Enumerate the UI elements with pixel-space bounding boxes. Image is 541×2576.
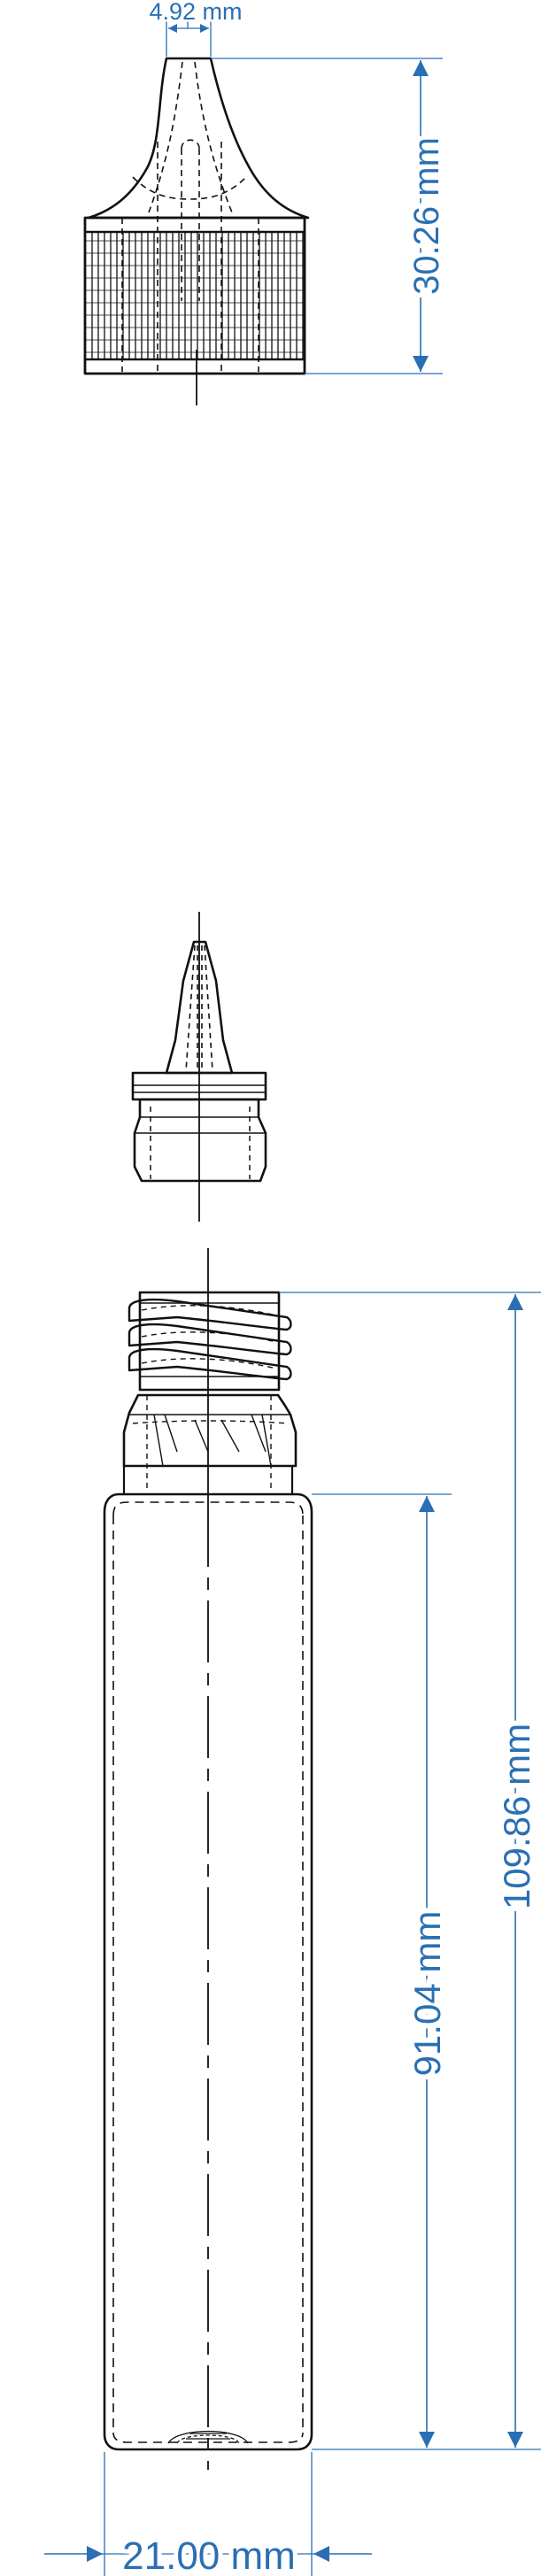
cap-knurl-ribs xyxy=(85,232,305,359)
bottle-wall-hidden-lines xyxy=(112,1501,304,2443)
cap-height-label: 30.26 mm xyxy=(407,137,446,295)
cap-hidden-lines xyxy=(121,61,259,372)
nozzle-tip-width-label: 4.92 mm xyxy=(149,0,242,25)
bottle-body-outline xyxy=(103,1492,313,2451)
total-height-label: 109.86 mm xyxy=(496,1724,537,1909)
cap-cone-outline xyxy=(87,57,310,220)
cap-drawing xyxy=(83,57,310,405)
bottle-shoulder-ring xyxy=(122,1393,298,1468)
body-height-label: 91.04 mm xyxy=(406,1911,448,2077)
neck-threads xyxy=(128,1298,292,1381)
nozzle-insert-drawing xyxy=(131,912,267,1222)
nozzle-plug-body xyxy=(133,1098,267,1183)
cap-dimensions xyxy=(166,19,443,374)
cap-knurled-skirt xyxy=(83,216,306,375)
bottle-neck-outline xyxy=(138,1291,281,1392)
bottle-drawing xyxy=(103,1248,313,2470)
bottle-dimensions xyxy=(44,1292,541,2576)
body-diameter-label: 21.00 mm xyxy=(122,2534,296,2576)
